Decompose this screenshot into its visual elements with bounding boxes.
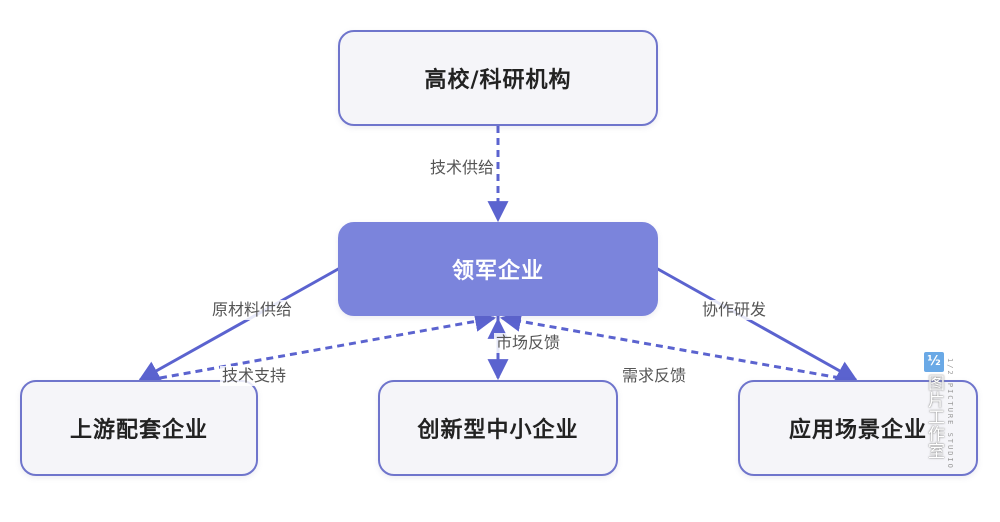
- node-application-enterprises-label: 应用场景企业: [788, 418, 927, 443]
- edge-label-demand-feedback: 需求反馈: [620, 366, 689, 386]
- watermark-logo-icon: ½: [924, 352, 944, 372]
- node-upstream-enterprises-label: 上游配套企业: [69, 418, 208, 443]
- edge-label-raw-material-supply: 原材料供给: [210, 300, 295, 320]
- node-universities-research: 高校/科研机构: [338, 30, 658, 126]
- edge-demand-feedback: [499, 310, 841, 380]
- edge-collab-rd: [655, 266, 858, 382]
- node-application-enterprises: 应用场景企业: [738, 380, 978, 476]
- edge-raw-material-supply: [138, 266, 341, 382]
- node-upstream-enterprises: 上游配套企业: [20, 380, 258, 476]
- watermark-subtext: 1/2 PICTURE STUDIO: [946, 358, 954, 470]
- edge-tech-support: [159, 311, 497, 380]
- edge-label-collab-rd: 协作研发: [700, 300, 769, 320]
- watermark-text: 图片工作室: [924, 374, 944, 459]
- node-innovative-smes: 创新型中小企业: [378, 380, 618, 476]
- node-leading-enterprise-label: 领军企业: [451, 259, 544, 284]
- edge-label-tech-supply: 技术供给: [428, 158, 497, 178]
- node-innovative-smes-label: 创新型中小企业: [417, 418, 579, 443]
- node-universities-research-label: 高校/科研机构: [424, 68, 572, 93]
- watermark: ½ 图片工作室 1/2 PICTURE STUDIO: [922, 352, 958, 492]
- node-leading-enterprise: 领军企业: [338, 222, 658, 316]
- edge-label-tech-support: 技术支持: [220, 366, 289, 386]
- edge-label-market-feedback: 市场反馈: [494, 333, 563, 353]
